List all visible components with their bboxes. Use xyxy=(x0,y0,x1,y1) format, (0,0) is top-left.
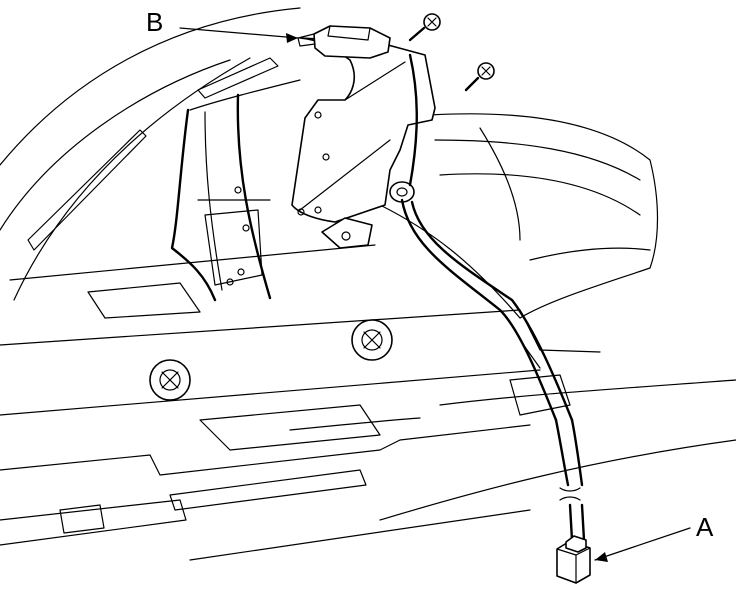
leader-b xyxy=(179,27,299,43)
trunk-side-panel xyxy=(379,113,659,319)
callout-b-label: B xyxy=(146,7,164,37)
leader-a xyxy=(594,527,691,562)
package-tray xyxy=(0,244,601,416)
connector-a xyxy=(556,535,591,584)
grommet-left xyxy=(149,359,191,401)
trunk-floor xyxy=(0,374,736,561)
screw-upper xyxy=(408,13,441,42)
callout-a-label: A xyxy=(696,512,714,542)
roof-outline xyxy=(0,7,301,301)
wire-harness xyxy=(400,53,586,542)
screw-lower xyxy=(464,62,495,92)
pillar-trim xyxy=(170,93,272,302)
tank-motor-cap xyxy=(297,25,391,59)
grommet-right xyxy=(351,319,393,361)
